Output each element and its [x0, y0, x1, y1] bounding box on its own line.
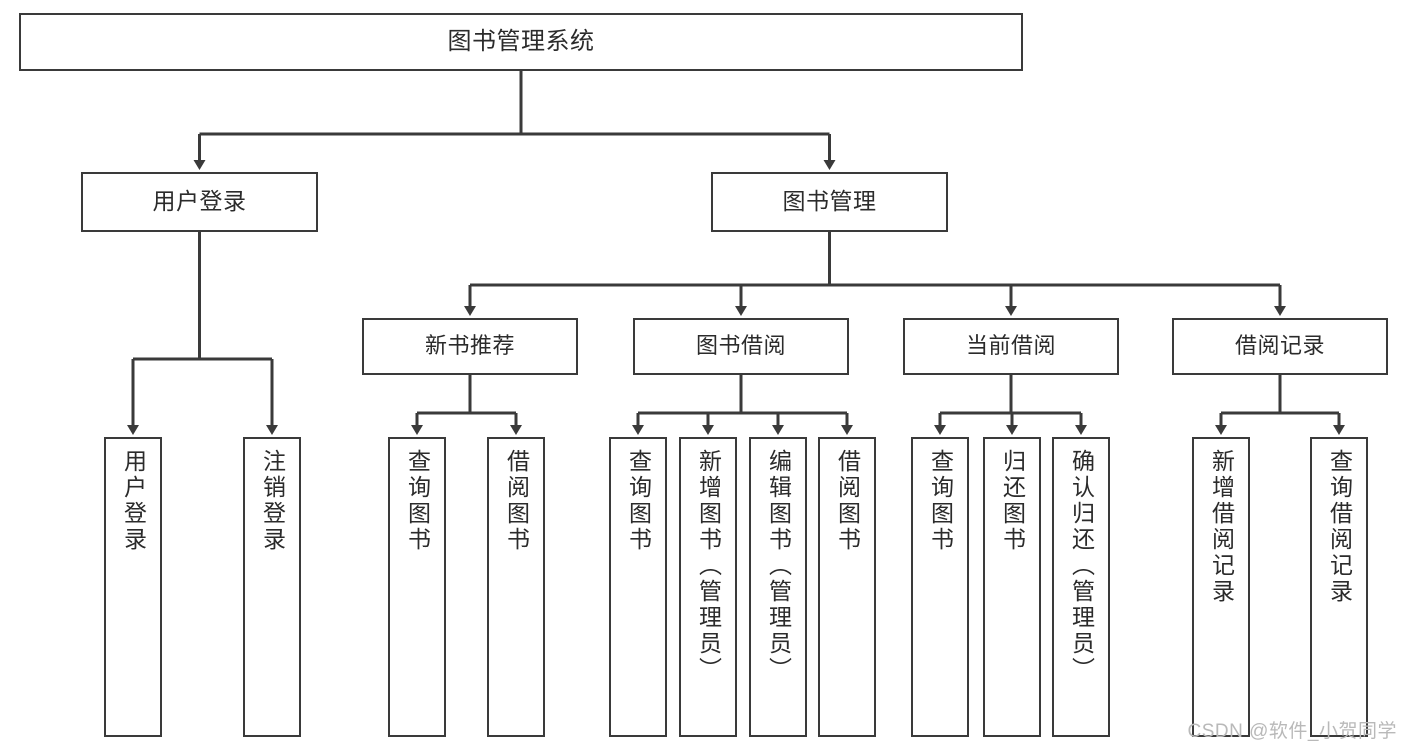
edge-bus-l1b [470, 232, 1280, 287]
node-label: 借阅记录 [1234, 333, 1325, 359]
node-label: 新增借阅记录 [1208, 449, 1235, 605]
node-label: 注销登录 [259, 449, 286, 553]
node-box-f4[interactable]: 借阅图书 [487, 437, 545, 737]
node-box-f13[interactable]: 查询借阅记录 [1310, 437, 1368, 737]
node-box-f10[interactable]: 归还图书 [983, 437, 1041, 737]
node-box-f5[interactable]: 查询图书 [609, 437, 667, 737]
node-box-f2[interactable]: 注销登录 [243, 437, 301, 737]
node-label: 查询图书 [625, 449, 652, 553]
node-box-f3[interactable]: 查询图书 [388, 437, 446, 737]
node-label: 用户登录 [120, 449, 147, 553]
node-box-f7[interactable]: 编辑图书（管理员） [749, 437, 807, 737]
node-label: 查询图书 [927, 449, 954, 553]
edge-bus-l2b [638, 375, 847, 415]
node-box-l1a[interactable]: 用户登录 [81, 172, 318, 232]
node-label: 图书管理系统 [447, 27, 595, 55]
node-label: 图书借阅 [695, 333, 786, 359]
node-box-f6[interactable]: 新增图书（管理员） [679, 437, 737, 737]
node-label: 新增图书（管理员） [695, 449, 722, 683]
edge-bus-l2a [417, 375, 516, 415]
node-label: 用户登录 [152, 188, 247, 215]
node-box-l2d[interactable]: 借阅记录 [1172, 318, 1388, 375]
edge-bus-root [199, 71, 830, 136]
node-label: 查询图书 [404, 449, 431, 553]
node-box-root[interactable]: 图书管理系统 [19, 13, 1023, 71]
node-box-l1b[interactable]: 图书管理 [711, 172, 948, 232]
node-box-f9[interactable]: 查询图书 [911, 437, 969, 737]
node-box-l2b[interactable]: 图书借阅 [633, 318, 849, 375]
node-label: 确认归还（管理员） [1068, 449, 1095, 683]
node-label: 查询借阅记录 [1326, 449, 1353, 605]
node-box-f12[interactable]: 新增借阅记录 [1192, 437, 1250, 737]
node-box-l2c[interactable]: 当前借阅 [903, 318, 1119, 375]
csdn-watermark: CSDN @软件_小贺同学 [1187, 721, 1397, 742]
node-label: 当前借阅 [965, 333, 1056, 359]
node-label: 借阅图书 [503, 449, 530, 553]
edge-bus-l2d [1221, 375, 1339, 415]
node-label: 借阅图书 [834, 449, 861, 553]
node-box-l2a[interactable]: 新书推荐 [362, 318, 578, 375]
node-box-f8[interactable]: 借阅图书 [818, 437, 876, 737]
node-label: 编辑图书（管理员） [765, 449, 792, 683]
node-label: 新书推荐 [424, 333, 515, 359]
edge-bus-l2c [940, 375, 1081, 415]
node-box-f11[interactable]: 确认归还（管理员） [1052, 437, 1110, 737]
node-box-f1[interactable]: 用户登录 [104, 437, 162, 737]
node-label: 归还图书 [999, 449, 1026, 553]
node-label: 图书管理 [782, 188, 877, 215]
edge-bus-l1a [133, 232, 272, 361]
